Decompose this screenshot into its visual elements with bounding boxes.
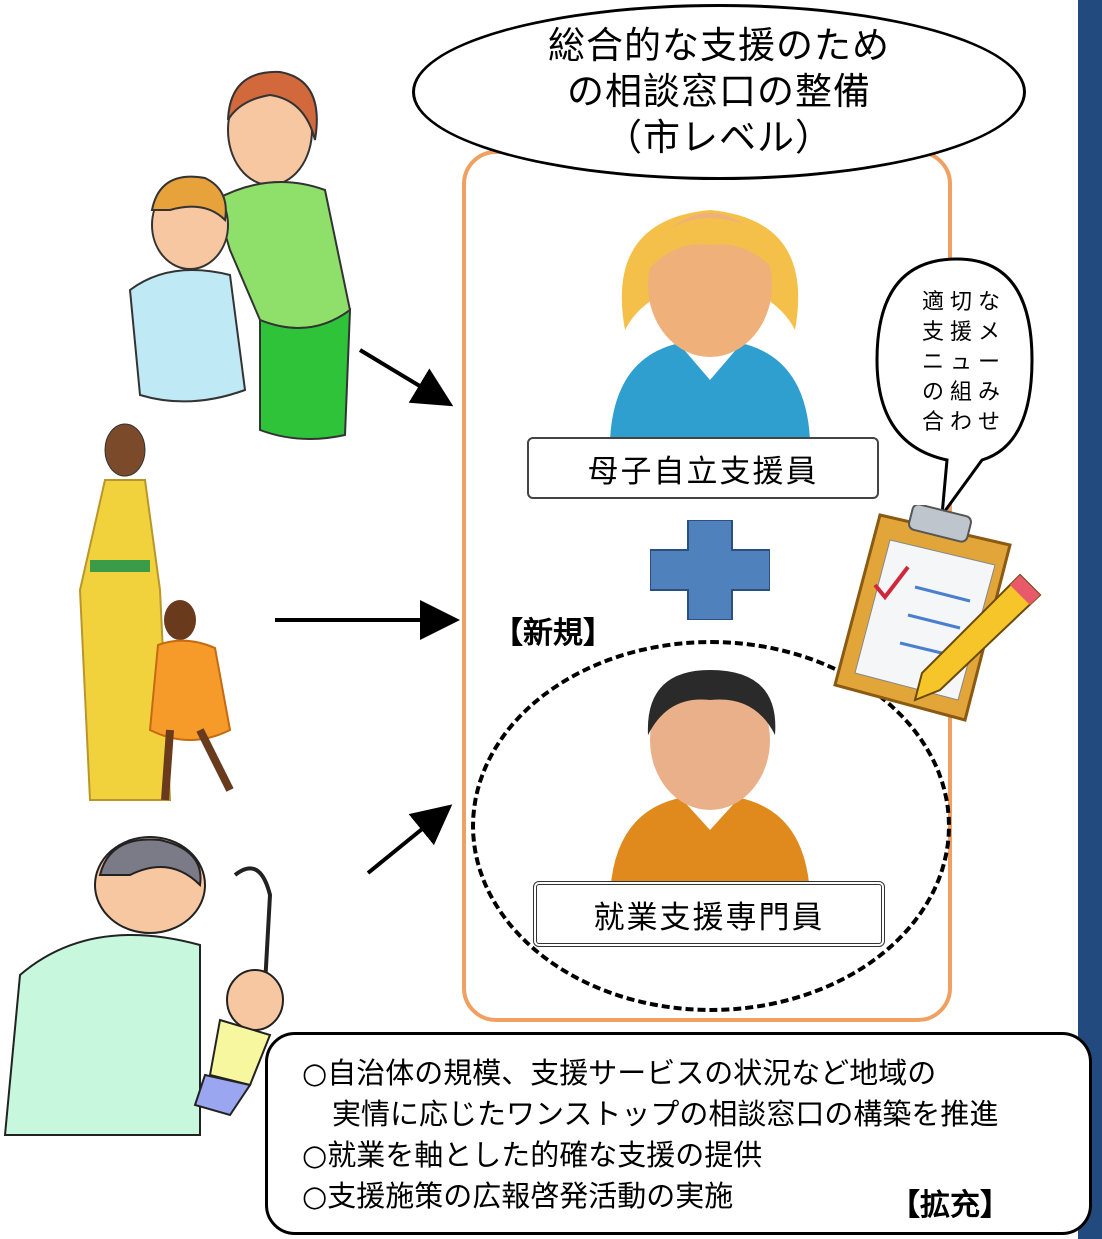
summary-item-2: ○就業を軸とした的確な支援の提供: [302, 1138, 763, 1172]
arrow-1: [358, 348, 454, 407]
plus-icon: [650, 520, 770, 620]
callout-line-4: の組み: [921, 380, 1006, 405]
father-child-illustration: [3, 836, 284, 1136]
expand-label: 【拡充】: [890, 1188, 1010, 1223]
male-avatar-icon: [610, 670, 810, 895]
callout-line-3: ニュー: [921, 350, 1006, 375]
mother-son-illustration: [128, 70, 352, 440]
callout-line-1: 適切な: [921, 290, 1006, 315]
right-panel: [1078, 0, 1102, 1239]
new-staff-ellipse: [471, 640, 951, 1012]
arrow-3: [366, 804, 453, 875]
support-worker-label-box: 母子自立支援員: [527, 437, 879, 499]
callout-text: 適切な 支援メ ニュー の組み 合わせ: [906, 288, 1022, 438]
clipboard-icon: [833, 505, 1042, 722]
summary-item-1-line-1: ○自治体の規模、支援サービスの状況など地域の: [302, 1056, 937, 1090]
new-label: 【新規】: [493, 616, 613, 651]
support-worker-label: 母子自立支援員: [587, 453, 819, 490]
summary-item-3: ○支援施策の広報啓発活動の実施: [302, 1179, 734, 1213]
female-avatar-icon: [610, 210, 810, 440]
employment-specialist-label-box: 就業支援専門員: [533, 881, 885, 947]
summary-item-1-line-2: 実情に応じたワンストップの相談窓口の構築を推進: [332, 1097, 999, 1131]
woman-girl-illustration: [78, 423, 234, 801]
title-line-2: の相談窓口の整備: [567, 70, 871, 113]
callout-line-2: 支援メ: [921, 320, 1006, 345]
title-line-3: （市レベル）: [605, 116, 833, 159]
callout-line-5: 合わせ: [921, 410, 1006, 435]
employment-specialist-label: 就業支援専門員: [593, 899, 825, 936]
summary-box: ○自治体の規模、支援サービスの状況など地域の 実情に応じたワンストップの相談窓口…: [265, 1032, 1092, 1235]
title-ellipse: 総合的な支援のため の相談窓口の整備 （市レベル）: [412, 4, 1026, 180]
callout-bubble: [875, 257, 1034, 521]
title-line-1: 総合的な支援のため: [548, 24, 890, 67]
